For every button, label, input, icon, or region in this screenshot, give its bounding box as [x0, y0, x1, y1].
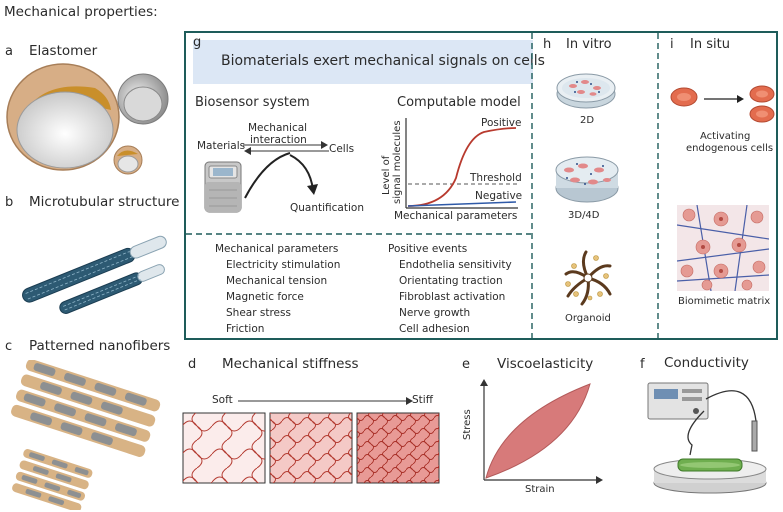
panel-b-label: Microtubular structure — [29, 194, 180, 210]
model-curve-plot — [405, 118, 518, 209]
panel-h-label: In vitro — [566, 37, 612, 52]
quantification-label: Quantification — [290, 202, 364, 214]
biomimetic-matrix-label: Biomimetic matrix — [678, 296, 771, 307]
panel-f-letter: f — [640, 357, 645, 372]
figure-title: Mechanical properties: — [4, 4, 158, 20]
panel-e-letter: e — [462, 357, 470, 372]
event-item: Cell adhesion — [399, 323, 470, 335]
param-item: Mechanical tension — [226, 275, 328, 287]
panel-a-letter: a — [5, 44, 13, 59]
panel-c-label: Patterned nanofibers — [29, 338, 171, 354]
param-item: Magnetic force — [226, 291, 304, 303]
banner-text: Biomaterials exert mechanical signals on… — [221, 53, 545, 69]
panel-g-letter: g — [193, 35, 202, 50]
params-title: Mechanical parameters — [215, 243, 339, 255]
panel-i-label: In situ — [690, 37, 730, 52]
viscoelasticity-plot — [480, 379, 603, 484]
panel-d-label: Mechanical stiffness — [222, 356, 359, 372]
event-item: Endothelia sensitivity — [399, 259, 512, 271]
panel-b-letter: b — [5, 195, 14, 210]
curve-negative-label: Negative — [475, 190, 523, 202]
panel-g-frame — [184, 31, 778, 340]
microtubule-illustration — [22, 235, 167, 314]
panel-i-letter: i — [670, 37, 674, 52]
curve-threshold-label: Threshold — [470, 172, 522, 184]
model-x-axis-label: Mechanical parameters — [394, 210, 518, 222]
stiff-label: Stiff — [412, 394, 433, 406]
mech-interaction-label-1: Mechanical — [248, 122, 308, 134]
soft-label: Soft — [212, 394, 233, 406]
cell-activation-illustration — [670, 85, 775, 123]
model-y-axis-label-2: signal molecules — [392, 120, 403, 204]
organoid-label: Organoid — [565, 313, 611, 324]
elastomer-illustration — [6, 63, 169, 175]
biosensor-diagram — [204, 141, 329, 213]
nanofibers-illustration — [11, 360, 161, 510]
conductivity-setup — [647, 382, 767, 494]
event-item: Fibroblast activation — [399, 291, 506, 303]
panel-a-label: Elastomer — [29, 43, 98, 59]
dish-2d-label: 2D — [580, 115, 595, 126]
events-title: Positive events — [388, 243, 468, 255]
param-item: Shear stress — [226, 307, 291, 319]
curve-positive-label: Positive — [481, 117, 522, 129]
mech-interaction-label-2: interaction — [250, 134, 307, 146]
dashed-separators — [186, 33, 659, 338]
dish-3d-label: 3D/4D — [568, 210, 600, 221]
dish-2d-illustration — [556, 73, 616, 109]
panel-d-letter: d — [188, 357, 197, 372]
model-title: Computable model — [397, 95, 521, 110]
model-y-axis-label-1: Level of — [381, 155, 392, 195]
stiffness-arrow — [238, 397, 413, 405]
materials-label: Materials — [197, 140, 246, 152]
dish-3d-illustration — [555, 156, 619, 203]
param-item: Electricity stimulation — [226, 259, 341, 271]
panel-c-letter: c — [5, 339, 13, 354]
panel-f-label: Conductivity — [664, 355, 749, 371]
activating-label-1: Activating — [700, 131, 751, 142]
biosensor-title: Biosensor system — [195, 95, 310, 110]
param-item: Friction — [226, 323, 265, 335]
stress-label: Stress — [462, 409, 473, 440]
banner-background — [193, 40, 533, 84]
cells-label: Cells — [329, 143, 355, 155]
panel-h-letter: h — [543, 37, 552, 52]
strain-label: Strain — [525, 484, 555, 495]
event-item: Nerve growth — [399, 307, 471, 319]
organoid-illustration — [564, 250, 612, 306]
panel-e-label: Viscoelasticity — [497, 356, 594, 372]
activating-label-2: endogenous cells — [686, 143, 774, 154]
biomimetic-matrix-illustration — [677, 205, 769, 291]
stiffness-panels — [182, 412, 440, 484]
event-item: Orientating traction — [399, 275, 503, 287]
